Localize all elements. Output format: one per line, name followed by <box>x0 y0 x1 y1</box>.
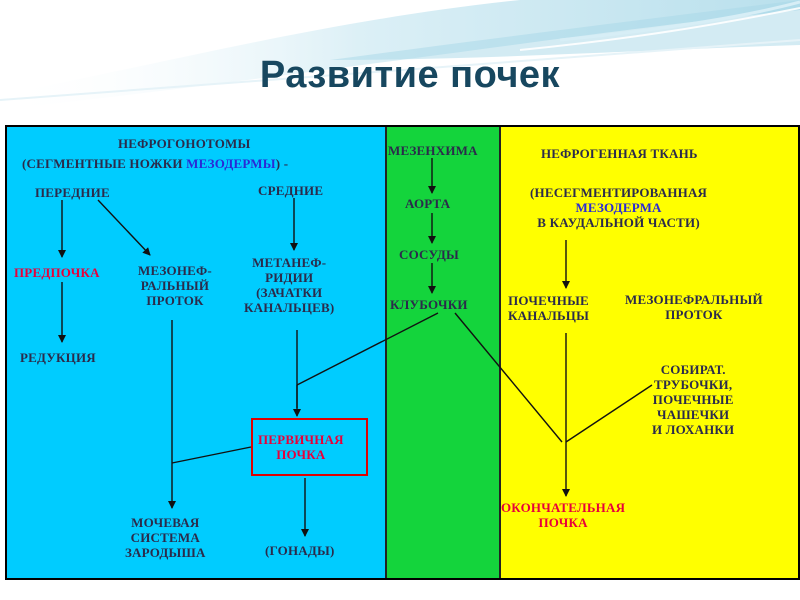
label-mesonephric-duct-line1: МЕЗОНЕФ- <box>138 263 212 278</box>
label-metanephridia-line1: МЕТАНЕФ- <box>252 255 327 270</box>
label-final-kidney-line2: ПОЧКА <box>538 515 588 530</box>
label-primary-kidney-line2: ПОЧКА <box>276 447 326 462</box>
label-collecting-ducts: СОБИРАТ. ТРУБОЧКИ, ПОЧЕЧНЫЕ ЧАШЕЧКИ И ЛО… <box>652 362 734 437</box>
label-urinary-system-line2: СИСТЕМА <box>130 530 200 545</box>
label-mesenchyme: МЕЗЕНХИМА <box>388 143 478 158</box>
label-unsegmented: (НЕСЕГМЕНТИРОВАННАЯ МЕЗОДЕРМА В КАУДАЛЬН… <box>530 185 707 230</box>
label-final-kidney-line1: ОКОНЧАТЕЛЬНАЯ <box>501 500 626 515</box>
label-urinary-system: МОЧЕВАЯ СИСТЕМА ЗАРОДЫША <box>125 515 206 560</box>
cyan-panel <box>7 127 385 578</box>
label-metanephridia-line3: (ЗАЧАТКИ <box>256 285 323 300</box>
label-aorta: АОРТА <box>405 196 451 211</box>
label-mesoderm-word: МЕЗОДЕРМЫ <box>186 156 276 171</box>
label-mesonephric-duct-right-line2: ПРОТОК <box>665 307 723 322</box>
label-unsegmented-line2: МЕЗОДЕРМА <box>575 200 662 215</box>
label-collecting-line5: И ЛОХАНКИ <box>652 422 735 437</box>
label-collecting-line2: ТРУБОЧКИ, <box>654 377 733 392</box>
label-renal-tubules-line2: КАНАЛЬЦЫ <box>508 308 590 323</box>
label-renal-tubules: ПОЧЕЧНЫЕ КАНАЛЬЦЫ <box>508 293 589 323</box>
primary-kidney-box <box>251 418 368 476</box>
label-mesonephric-duct: МЕЗОНЕФ- РАЛЬНЫЙ ПРОТОК <box>138 263 212 308</box>
line-glomeruli-junction <box>454 312 563 443</box>
kidney-development-diagram <box>5 125 800 580</box>
label-unsegmented-line1: (НЕСЕГМЕНТИРОВАННАЯ <box>530 185 708 200</box>
label-renal-tubules-line1: ПОЧЕЧНЫЕ <box>508 293 589 308</box>
label-anterior: ПЕРЕДНИЕ <box>35 185 110 200</box>
label-mesonephric-duct-right-line1: МЕЗОНЕФРАЛЬНЫЙ <box>625 292 763 307</box>
label-reduction: РЕДУКЦИЯ <box>20 350 96 365</box>
label-mesonephric-duct-right: МЕЗОНЕФРАЛЬНЫЙ ПРОТОК <box>625 292 763 322</box>
label-primary-kidney: ПЕРВИЧНАЯ ПОЧКА <box>258 432 344 462</box>
green-panel <box>385 127 501 578</box>
line-glomeruli-primary <box>296 312 439 386</box>
yellow-panel <box>501 127 798 578</box>
label-mesonephric-duct-line2: РАЛЬНЫЙ <box>140 278 210 293</box>
label-final-kidney: ОКОНЧАТЕЛЬНАЯ ПОЧКА <box>501 500 625 530</box>
line-collecting-junction <box>565 384 653 443</box>
label-gonads: (ГОНАДЫ) <box>265 543 335 558</box>
label-collecting-line1: СОБИРАТ. <box>660 362 726 377</box>
label-vessels: СОСУДЫ <box>399 247 460 262</box>
label-segmental-suffix: ) - <box>275 156 289 171</box>
label-nephrogonotomy: НЕФРОГОНОТОМЫ <box>118 136 251 151</box>
slide-title: Развитие почек <box>259 54 561 96</box>
label-metanephridia: МЕТАНЕФ- РИДИИ (ЗАЧАТКИ КАНАЛЬЦЕВ) <box>244 255 334 315</box>
label-primary-kidney-line1: ПЕРВИЧНАЯ <box>258 432 344 447</box>
label-collecting-line4: ЧАШЕЧКИ <box>657 407 730 422</box>
line-primary-urinary <box>171 446 252 464</box>
label-collecting-line3: ПОЧЕЧНЫЕ <box>652 392 734 407</box>
label-unsegmented-line3: В КАУДАЛЬНОЙ ЧАСТИ) <box>537 215 700 230</box>
label-mesonephric-duct-line3: ПРОТОК <box>146 293 204 308</box>
arrow-anterior-mesonephric <box>97 199 151 256</box>
label-segmental-prefix: (СЕГМЕНТНЫЕ НОЖКИ <box>22 156 187 171</box>
label-pronephros: ПРЕДПОЧКА <box>14 265 100 280</box>
label-urinary-system-line1: МОЧЕВАЯ <box>131 515 200 530</box>
label-glomeruli: КЛУБОЧКИ <box>390 297 468 312</box>
label-middle: СРЕДНИЕ <box>258 183 324 198</box>
label-nephrogenic-tissue: НЕФРОГЕННАЯ ТКАНЬ <box>541 146 698 161</box>
label-urinary-system-line3: ЗАРОДЫША <box>125 545 206 560</box>
label-metanephridia-line2: РИДИИ <box>265 270 314 285</box>
label-metanephridia-line4: КАНАЛЬЦЕВ) <box>244 300 335 315</box>
label-segmental-stalks: (СЕГМЕНТНЫЕ НОЖКИ МЕЗОДЕРМЫ) - <box>22 156 288 171</box>
